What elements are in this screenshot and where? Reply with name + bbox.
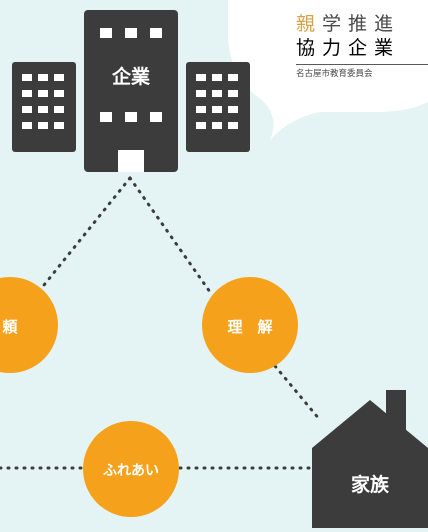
building-windows [22, 28, 238, 172]
speech-bubble-shape [228, 0, 428, 140]
badge-title-line1: 親学推進 [296, 12, 428, 36]
understanding-label: 理 解 [227, 318, 273, 336]
badge-issuer: 名古屋市教育委員会 [296, 64, 428, 79]
speech-bubble [228, 0, 428, 140]
trust-circle [0, 277, 58, 373]
contact-circle [83, 421, 179, 517]
relation-circles [0, 277, 298, 517]
house-body [312, 400, 428, 528]
company-understanding-line [128, 176, 212, 294]
promotion-badge: 親学推進 協力企業 名古屋市教育委員会 [296, 12, 428, 79]
family-house [312, 390, 428, 528]
contact-label: ふれあい [103, 463, 159, 479]
badge-title-line2: 協力企業 [296, 37, 401, 59]
understanding-circle [202, 277, 298, 373]
company-label: 企業 [111, 66, 150, 88]
company-trust-line [38, 176, 132, 292]
trust-label: 頼 [2, 318, 18, 336]
family-label: 家族 [350, 474, 389, 496]
badge-accent-char: 親 [296, 13, 323, 35]
badge-title-rest: 学推進 [322, 13, 401, 35]
understanding-family-line [268, 358, 322, 422]
relation-lines [0, 176, 322, 470]
center-building [84, 10, 178, 172]
